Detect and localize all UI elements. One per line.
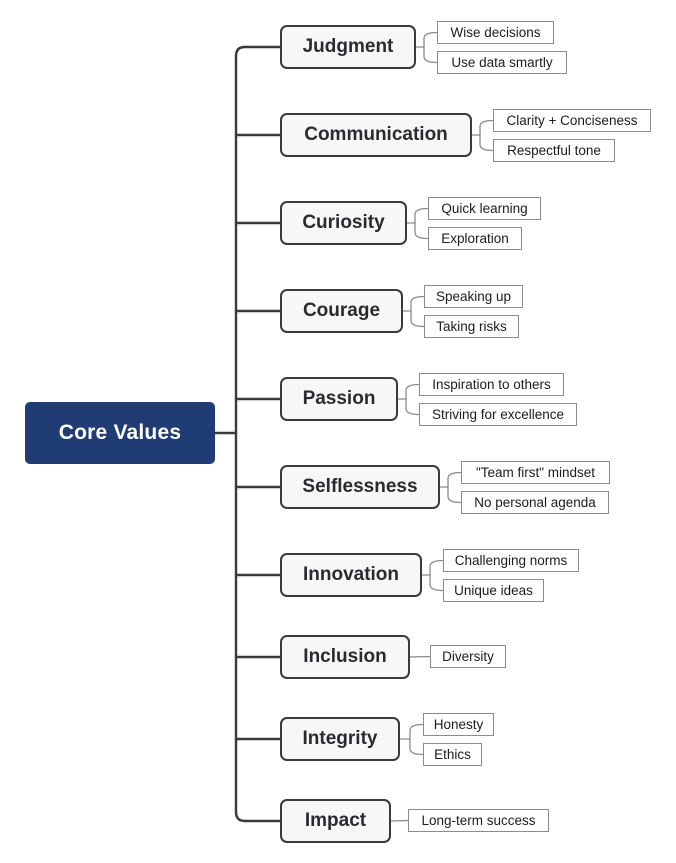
leaf-node-diversity[interactable]: Diversity [430,645,506,668]
branch-node-innovation[interactable]: Innovation [280,553,422,597]
connector-line [414,207,429,240]
leaf-node-challenging-norms[interactable]: Challenging norms [443,549,579,572]
connector-line [410,295,425,328]
leaf-node-exploration[interactable]: Exploration [428,227,522,250]
branch-node-inclusion[interactable]: Inclusion [280,635,410,679]
leaf-node-honesty[interactable]: Honesty [423,713,494,736]
connector-line [405,383,420,416]
leaf-node-striving-for-excellence[interactable]: Striving for excellence [419,403,577,426]
connector-line [409,655,431,658]
connector-line [390,819,409,822]
connector-line [479,119,494,152]
connector-line [423,31,438,64]
leaf-node-wise-decisions[interactable]: Wise decisions [437,21,554,44]
branch-node-passion[interactable]: Passion [280,377,398,421]
leaf-node-unique-ideas[interactable]: Unique ideas [443,579,544,602]
branch-node-integrity[interactable]: Integrity [280,717,400,761]
branch-node-selflessness[interactable]: Selflessness [280,465,440,509]
leaf-node-ethics[interactable]: Ethics [423,743,482,766]
branch-node-communication[interactable]: Communication [280,113,472,157]
leaf-node-speaking-up[interactable]: Speaking up [424,285,523,308]
connector-line [234,810,282,823]
connector-line [409,723,424,756]
leaf-node-quick-learning[interactable]: Quick learning [428,197,541,220]
root-node-core-values[interactable]: Core Values [25,402,215,464]
connector-line [234,45,282,58]
leaf-node-inspiration-to-others[interactable]: Inspiration to others [419,373,564,396]
leaf-node-team-first-mindset[interactable]: "Team first" mindset [461,461,610,484]
leaf-node-no-personal-agenda[interactable]: No personal agenda [461,491,609,514]
branch-node-courage[interactable]: Courage [280,289,403,333]
branch-node-judgment[interactable]: Judgment [280,25,416,69]
leaf-node-long-term-success[interactable]: Long-term success [408,809,549,832]
leaf-node-clarity-conciseness[interactable]: Clarity + Conciseness [493,109,651,132]
leaf-node-taking-risks[interactable]: Taking risks [424,315,519,338]
leaf-node-use-data-smartly[interactable]: Use data smartly [437,51,567,74]
connector-line [429,559,444,592]
branch-node-curiosity[interactable]: Curiosity [280,201,407,245]
leaf-node-respectful-tone[interactable]: Respectful tone [493,139,615,162]
branch-node-impact[interactable]: Impact [280,799,391,843]
connector-line [447,471,462,504]
